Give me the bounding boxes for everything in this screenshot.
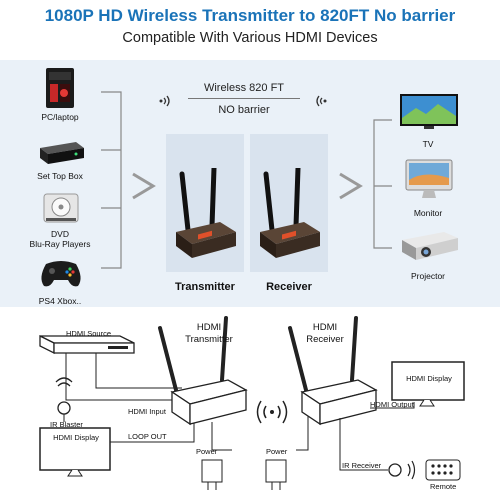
- hdmi-output-label: HDMI Output: [370, 400, 414, 409]
- transmitter-device-icon: [176, 168, 236, 258]
- wifi-signal-right-icon: [316, 95, 327, 107]
- source-label-bluray: Blu-Ray Players: [29, 239, 91, 249]
- display-label-tv: TV: [422, 139, 434, 149]
- display-label-projector: Projector: [410, 271, 445, 281]
- arrow-right-icon: [132, 172, 156, 200]
- source-label-game: PS4 Xbox..: [38, 296, 82, 306]
- page-subtitle: Compatible With Various HDMI Devices: [122, 30, 378, 46]
- power-rx-label: Power: [266, 447, 288, 456]
- remote-icon: [425, 459, 461, 481]
- hdmi-receiver-device: [288, 316, 378, 426]
- rx-title-line1: HDMI: [312, 322, 338, 333]
- ir-receiver-icon: [388, 463, 402, 477]
- wireless-link-icon: [256, 400, 288, 424]
- hdmi-source-device: [39, 334, 135, 355]
- receiver-label: Receiver: [266, 281, 312, 293]
- receiver-device-icon: [260, 168, 320, 258]
- dvd-player-icon: [43, 193, 79, 223]
- monitor-icon: [405, 159, 453, 198]
- hdmi-source-label: HDMI Source: [66, 329, 112, 338]
- pc-icon: [46, 68, 74, 108]
- power-tx-label: Power: [196, 447, 218, 456]
- page-title: 1080P HD Wireless Transmitter to 820FT N…: [44, 6, 456, 25]
- loop-out-label: LOOP OUT: [128, 432, 167, 441]
- source-label-set-top-box: Set Top Box: [37, 171, 83, 181]
- gamepad-icon: [41, 261, 81, 287]
- ir-signal-icon: [55, 377, 73, 387]
- ir-blaster-icon: [57, 401, 71, 415]
- ir-receiver-label: IR Receiver: [342, 461, 382, 470]
- set-top-box-icon: [40, 142, 84, 164]
- transmitter-label: Transmitter: [175, 281, 235, 293]
- remote-label: Remote: [430, 482, 457, 491]
- hdmi-display-right-label: HDMI Display: [406, 374, 452, 383]
- hdmi-transmitter-device: [158, 316, 248, 426]
- hdmi-input-label: HDMI Input: [128, 407, 166, 416]
- connection-diagram: [39, 316, 465, 490]
- divider: [188, 98, 300, 99]
- power-adapter-rx-icon: [265, 459, 287, 483]
- source-bracket: [101, 91, 156, 269]
- source-label-pc: PC/laptop: [41, 112, 79, 122]
- tx-title-line1: HDMI: [196, 322, 222, 333]
- hdmi-display-left-label: HDMI Display: [53, 433, 99, 442]
- hdmi-display-right: [391, 361, 465, 401]
- display-bracket: [339, 119, 392, 249]
- ir-blaster-label: IR Blaster: [50, 420, 83, 429]
- wireless-range-text: Wireless 820 FT: [203, 82, 285, 94]
- wifi-signal-left-icon: [159, 95, 170, 107]
- tx-title-line2: Transmitter: [185, 334, 233, 345]
- arrow-right-icon: [339, 172, 363, 200]
- power-adapter-tx-icon: [201, 459, 223, 483]
- source-label-dvd: DVD: [51, 229, 69, 239]
- rx-title-line2: Receiver: [306, 334, 344, 345]
- tv-icon: [400, 94, 458, 129]
- display-label-monitor: Monitor: [413, 208, 443, 218]
- projector-icon: [402, 232, 458, 260]
- no-barrier-text: NO barrier: [218, 104, 270, 116]
